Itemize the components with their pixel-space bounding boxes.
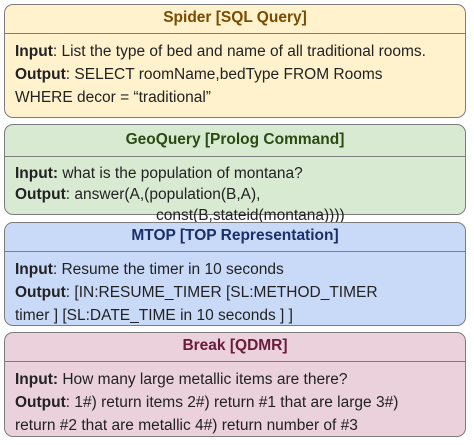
geoquery-output-label: Output — [15, 186, 66, 203]
spider-input-label: Input — [15, 43, 53, 60]
spider-output-line: Output: SELECT roomName,bedType FROM Roo… — [15, 63, 457, 86]
spider-output-text-2: WHERE decor = “traditional” — [15, 89, 211, 106]
break-input-text: How many large metallic items are there? — [58, 371, 348, 388]
break-title: Break [QDMR] — [182, 337, 288, 354]
geoquery-output-line: Output: answer(A,(population(B,A), — [15, 184, 457, 205]
break-input-label: Input: — [15, 371, 59, 388]
mtop-output-label: Output — [15, 284, 66, 301]
break-body: Input: How many large metallic items are… — [5, 362, 465, 437]
mtop-title: MTOP [TOP Representation] — [131, 227, 339, 244]
geoquery-card: GeoQuery [Prolog Command] Input: what is… — [4, 124, 466, 224]
mtop-divider — [5, 251, 465, 252]
mtop-input-text: : Resume the timer in 10 seconds — [52, 261, 284, 278]
spider-output-label: Output — [15, 66, 66, 83]
geoquery-title: GeoQuery [Prolog Command] — [125, 131, 345, 148]
mtop-card: MTOP [TOP Representation] Input: Resume … — [4, 222, 466, 326]
geoquery-input-label: Input: — [15, 165, 59, 182]
spider-input-line: Input: List the type of bed and name of … — [15, 40, 457, 63]
break-divider — [5, 361, 465, 362]
geoquery-output-text-2: const(B,stateid(montana)))) — [156, 207, 345, 224]
spider-card: Spider [SQL Query] Input: List the type … — [4, 4, 466, 118]
geoquery-output-text-1: : answer(A,(population(B,A), — [65, 186, 261, 203]
spider-output-text-1: : SELECT roomName,bedType FROM Rooms — [65, 66, 383, 83]
spider-divider — [5, 33, 465, 34]
spider-input-text: : List the type of bed and name of all t… — [52, 43, 426, 60]
break-input-line: Input: How many large metallic items are… — [15, 368, 457, 391]
spider-title: Spider [SQL Query] — [163, 9, 307, 26]
geoquery-input-line: Input: what is the population of montana… — [15, 163, 457, 184]
mtop-input-label: Input — [15, 261, 53, 278]
break-output-line: Output: 1#) return items 2#) return #1 t… — [15, 391, 457, 414]
mtop-input-line: Input: Resume the timer in 10 seconds — [15, 258, 457, 281]
break-output-text-2: return #2 that are metallic 4#) return n… — [15, 417, 358, 434]
break-output-label: Output — [15, 394, 66, 411]
break-output-text-1: : 1#) return items 2#) return #1 that ar… — [65, 394, 399, 411]
geoquery-body: Input: what is the population of montana… — [5, 157, 465, 226]
break-card: Break [QDMR] Input: How many large metal… — [4, 332, 466, 437]
mtop-output-text-2: timer ] [SL:DATE_TIME in 10 seconds ] ] — [15, 307, 293, 324]
mtop-output-text-1: : [IN:RESUME_TIMER [SL:METHOD_TIMER — [65, 284, 378, 301]
mtop-output-line: Output: [IN:RESUME_TIMER [SL:METHOD_TIME… — [15, 281, 457, 304]
geoquery-input-text: what is the population of montana? — [58, 165, 303, 182]
spider-body: Input: List the type of bed and name of … — [5, 34, 465, 109]
geoquery-divider — [5, 156, 465, 157]
mtop-body: Input: Resume the timer in 10 seconds Ou… — [5, 252, 465, 327]
